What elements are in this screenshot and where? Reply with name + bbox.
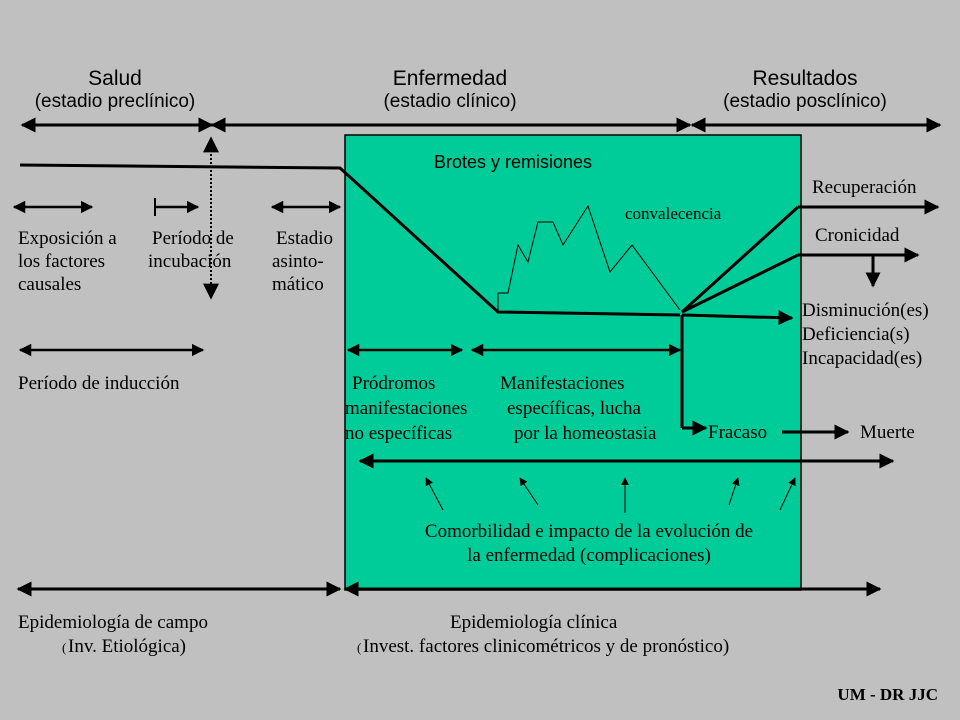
comorbilidad-pointer-1 (425, 477, 444, 511)
disease-course-line (19, 163, 681, 317)
clinical-stage-box (344, 134, 802, 591)
epidemiologia-campo-paren: ( (62, 640, 66, 655)
outbreaks-remissions-line (497, 204, 681, 312)
epidemiologia-campo-subtitle: Inv. Etiológica) (68, 636, 186, 657)
incapacidad-label: Incapacidad(es) (802, 348, 922, 369)
exposicion-line-3: causales (18, 274, 81, 295)
enfermedad-title: Enfermedad (393, 67, 507, 90)
recuperacion-label: Recuperación (812, 177, 917, 198)
epidemiologia-clinica-title: Epidemiología clínica (450, 612, 618, 633)
credit-label: UM - DR JJC (837, 685, 938, 704)
disminucion-arrow (681, 310, 794, 326)
prodromos-line-1: Pródromos (352, 373, 435, 394)
epidemiologia-clinica-subtitle: Invest. factores clinicométricos y de pr… (363, 636, 729, 657)
salud-title: Salud (88, 67, 142, 90)
manifestaciones-line-1: Manifestaciones (500, 373, 625, 394)
prodromos-line-3: no específicas (345, 423, 452, 444)
fracaso-label: Fracaso (708, 422, 767, 443)
recuperacion-branch (680, 205, 800, 314)
enfermedad-subtitle: (estadio clínico) (383, 91, 516, 112)
resultados-title: Resultados (752, 67, 857, 90)
muerte-label: Muerte (860, 422, 915, 443)
cronicidad-label: Cronicidad (815, 225, 900, 246)
comorbilidad-pointer-4 (728, 477, 740, 506)
epidemiologia-campo-title: Epidemiología de campo (18, 612, 208, 633)
exposicion-line-1: Exposición a (18, 228, 117, 249)
comorbilidad-line-2: la enfermedad (complicaciones) (467, 545, 711, 566)
manifestaciones-line-2: específicas, lucha (507, 398, 642, 419)
comorbilidad-line-1: Comorbilidad e impacto de la evolución d… (425, 521, 753, 542)
comorbilidad-pointer-5 (779, 477, 796, 511)
comorbilidad-pointer-2 (519, 477, 539, 506)
asintomatico-line-1: Estadio (276, 228, 333, 249)
cronicidad-branch (681, 253, 799, 314)
induccion-label: Período de inducción (18, 373, 180, 394)
salud-subtitle: (estadio preclínico) (35, 91, 196, 112)
incubacion-line-2: incubación (148, 251, 232, 272)
exposicion-line-2: los factores (18, 251, 105, 272)
deficiencia-label: Deficiencia(s) (802, 324, 910, 345)
convalecencia-label: convalecencia (625, 204, 722, 223)
asintomatico-line-3: mático (272, 274, 324, 295)
epidemiologia-clinica-paren: ( (357, 640, 361, 655)
resultados-subtitle: (estadio posclínico) (723, 91, 887, 112)
disminucion-label: Disminución(es) (802, 300, 929, 321)
prodromos-line-2: manifestaciones (345, 398, 467, 419)
incubacion-line-1: Período de (152, 228, 234, 249)
manifestaciones-line-3: por la homeostasia (514, 423, 657, 444)
asintomatico-line-2: asinto- (272, 251, 324, 272)
brotes-remisiones-label: Brotes y remisiones (434, 152, 592, 172)
